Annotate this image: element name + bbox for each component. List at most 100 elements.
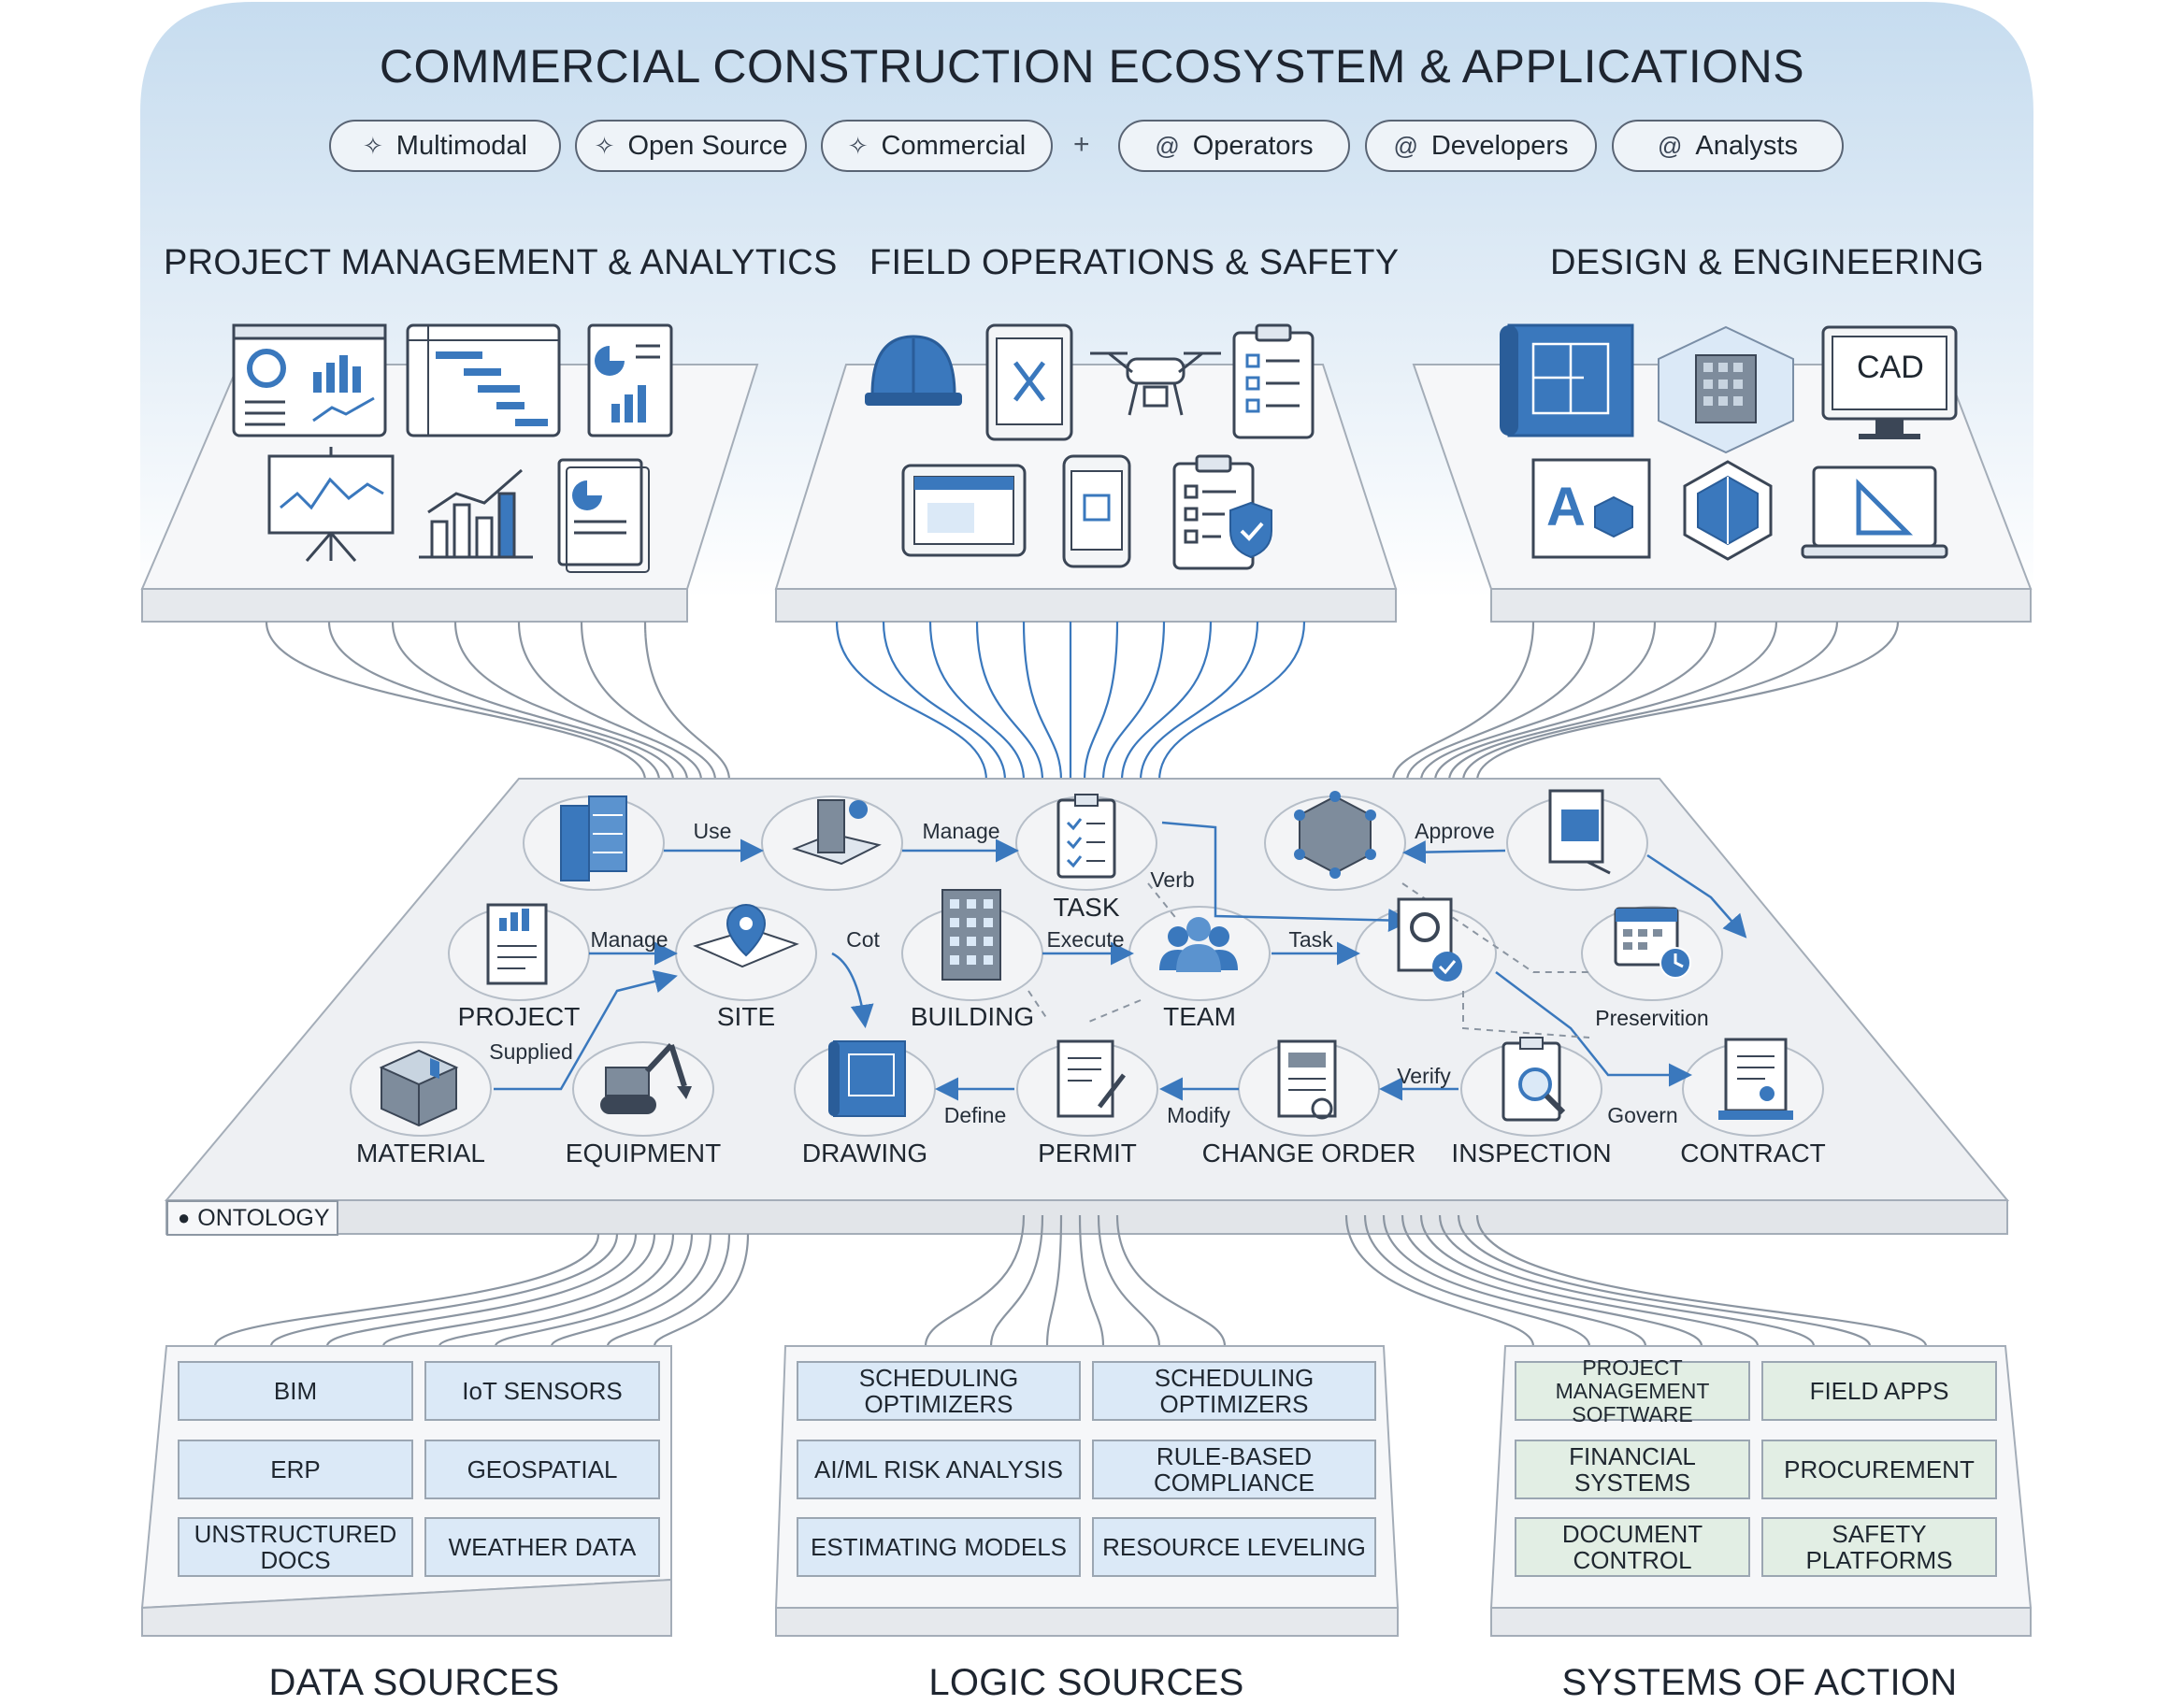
node-label-equipment: EQUIPMENT — [565, 1139, 722, 1168]
cad-monitor-icon — [1821, 325, 1958, 439]
system-document-control[interactable]: DOCUMENT CONTROL — [1515, 1517, 1750, 1577]
ontology-label: ONTOLOGY — [197, 1204, 330, 1231]
app-connectors-right — [1391, 621, 1900, 781]
data-source-bim[interactable]: BIM — [178, 1361, 413, 1421]
system-project-management-software[interactable]: PROJECT MANAGEMENT SOFTWARE — [1515, 1355, 1750, 1426]
contract-scroll-icon — [1718, 1038, 1793, 1120]
edge-label-manage: Manage — [590, 927, 668, 952]
page-title: COMMERCIAL CONSTRUCTION ECOSYSTEM & APPL… — [379, 40, 1805, 93]
system-financial-systems[interactable]: FINANCIAL SYSTEMS — [1515, 1440, 1750, 1499]
data-source-weather-data[interactable]: WEATHER DATA — [424, 1517, 660, 1577]
logic-source-rule-based-compliance[interactable]: RULE-BASED COMPLIANCE — [1092, 1440, 1376, 1499]
hard-hat-icon — [865, 335, 962, 406]
edge-label-govern: Govern — [1607, 1103, 1678, 1127]
document-chart-icon — [557, 458, 650, 573]
inspection-icon — [1502, 1037, 1566, 1122]
source-connectors-center — [924, 1214, 1227, 1347]
system-safety-platforms[interactable]: SAFETY PLATFORMS — [1761, 1517, 1997, 1577]
blueprint-icon — [1500, 323, 1634, 437]
logic-source-estimating-models[interactable]: ESTIMATING MODELS — [797, 1517, 1081, 1577]
presentation-icon — [267, 447, 395, 562]
edge-label-cot: Cot — [846, 927, 880, 952]
drafting-laptop-icon — [1801, 466, 1948, 559]
system-field-apps[interactable]: FIELD APPS — [1761, 1361, 1997, 1421]
node-label-preservition: Preservition — [1595, 1006, 1709, 1030]
node-label-change-order: CHANGE ORDER — [1201, 1139, 1416, 1168]
checklist-icon — [1232, 323, 1315, 439]
project-document-icon — [486, 903, 548, 985]
node-label-contract: CONTRACT — [1680, 1139, 1826, 1168]
app-connectors-center — [835, 621, 1306, 781]
sparkle-icon: ✧ — [362, 131, 383, 160]
node-label-project: PROJECT — [457, 1002, 581, 1031]
design-tool-icon: A — [1531, 458, 1651, 559]
pill-label: Multimodal — [395, 130, 527, 161]
section-title-design-engineering: DESIGN & ENGINEERING — [1550, 243, 1985, 282]
gantt-chart-icon — [406, 323, 561, 437]
pill-operators[interactable]: @ Operators — [1118, 120, 1350, 172]
section-title-systems-of-action: SYSTEMS OF ACTION — [1561, 1662, 1958, 1703]
edge-label-execute: Execute — [1046, 927, 1125, 952]
edge-label-manage: Manage — [922, 819, 1000, 843]
tablet-icon — [985, 323, 1073, 441]
section-title-logic-sources: LOGIC SOURCES — [928, 1662, 1244, 1703]
lightbulb-icon: ● — [178, 1206, 191, 1229]
pill-analysts[interactable]: @ Analysts — [1612, 120, 1844, 172]
task-clipboard-icon — [1056, 794, 1116, 879]
pill-label: Open Source — [627, 130, 788, 161]
data-source-geospatial[interactable]: GEOSPATIAL — [424, 1440, 660, 1499]
section-title-field-operations: FIELD OPERATIONS & SAFETY — [869, 243, 1400, 282]
logic-source-ai-ml-risk-analysis[interactable]: AI/ML RISK ANALYSIS — [797, 1440, 1081, 1499]
pill-label: Analysts — [1695, 130, 1798, 161]
pill-label: Operators — [1192, 130, 1314, 161]
node-label-team: TEAM — [1163, 1002, 1236, 1031]
at-icon: @ — [1155, 131, 1180, 160]
approval-document-icon — [1548, 789, 1611, 875]
edge-label-supplied: Supplied — [489, 1039, 573, 1064]
pill-multimodal[interactable]: ✧ Multimodal — [329, 120, 561, 172]
cad-label: CAD — [1857, 350, 1924, 385]
section-title-data-sources: DATA SOURCES — [268, 1662, 560, 1703]
app-connectors-left — [265, 621, 731, 781]
edge-label-use: Use — [693, 819, 732, 843]
pill-commercial[interactable]: ✧ Commercial — [821, 120, 1053, 172]
node-label-site: SITE — [716, 1002, 776, 1031]
at-icon: @ — [1393, 131, 1418, 160]
phone-scan-icon — [1062, 454, 1131, 568]
data-source-unstructured-docs[interactable]: UNSTRUCTURED DOCS — [178, 1517, 413, 1577]
svg-text:A: A — [1546, 477, 1586, 537]
team-icon — [1159, 917, 1238, 972]
calendar-clock-icon — [1614, 907, 1691, 979]
node-label-building: BUILDING — [910, 1002, 1035, 1031]
settings-document-icon — [1397, 897, 1462, 981]
ontology-tag: ● ONTOLOGY — [166, 1200, 338, 1236]
tablet-plan-icon — [901, 464, 1027, 557]
system-procurement[interactable]: PROCUREMENT — [1761, 1440, 1997, 1499]
pill-open-source[interactable]: ✧ Open Source — [575, 120, 807, 172]
source-connectors-left — [213, 1233, 750, 1347]
data-source-erp[interactable]: ERP — [178, 1440, 413, 1499]
edge-label-verify: Verify — [1397, 1064, 1451, 1088]
data-source-iot-sensors[interactable]: IoT SENSORS — [424, 1361, 660, 1421]
change-order-icon — [1277, 1039, 1337, 1120]
network-cube-icon — [1294, 791, 1376, 879]
server-stack-icon — [560, 795, 627, 881]
node-label-drawing: DRAWING — [801, 1139, 928, 1168]
dashboard-icon — [232, 323, 387, 437]
at-icon: @ — [1657, 131, 1683, 160]
node-label-inspection: INSPECTION — [1451, 1139, 1612, 1168]
map-pin-icon — [693, 903, 799, 968]
logic-source-scheduling-optimizers[interactable]: SCHEDULING OPTIMIZERS — [797, 1361, 1081, 1421]
logic-source-resource-leveling[interactable]: RESOURCE LEVELING — [1092, 1517, 1376, 1577]
pill-label: Commercial — [881, 130, 1027, 161]
drawing-blueprint-icon — [828, 1040, 906, 1117]
excavator-icon — [600, 1042, 692, 1114]
logic-source-scheduling-optimizers[interactable]: SCHEDULING OPTIMIZERS — [1092, 1361, 1376, 1421]
package-box-icon — [379, 1049, 459, 1127]
safety-checklist-icon — [1172, 454, 1272, 570]
section-title-project-management: PROJECT MANAGEMENT & ANALYTICS — [164, 243, 838, 282]
node-label-material: MATERIAL — [356, 1139, 485, 1168]
pill-developers[interactable]: @ Developers — [1365, 120, 1597, 172]
permit-pen-icon — [1056, 1039, 1126, 1118]
site-building-icon — [792, 799, 882, 866]
